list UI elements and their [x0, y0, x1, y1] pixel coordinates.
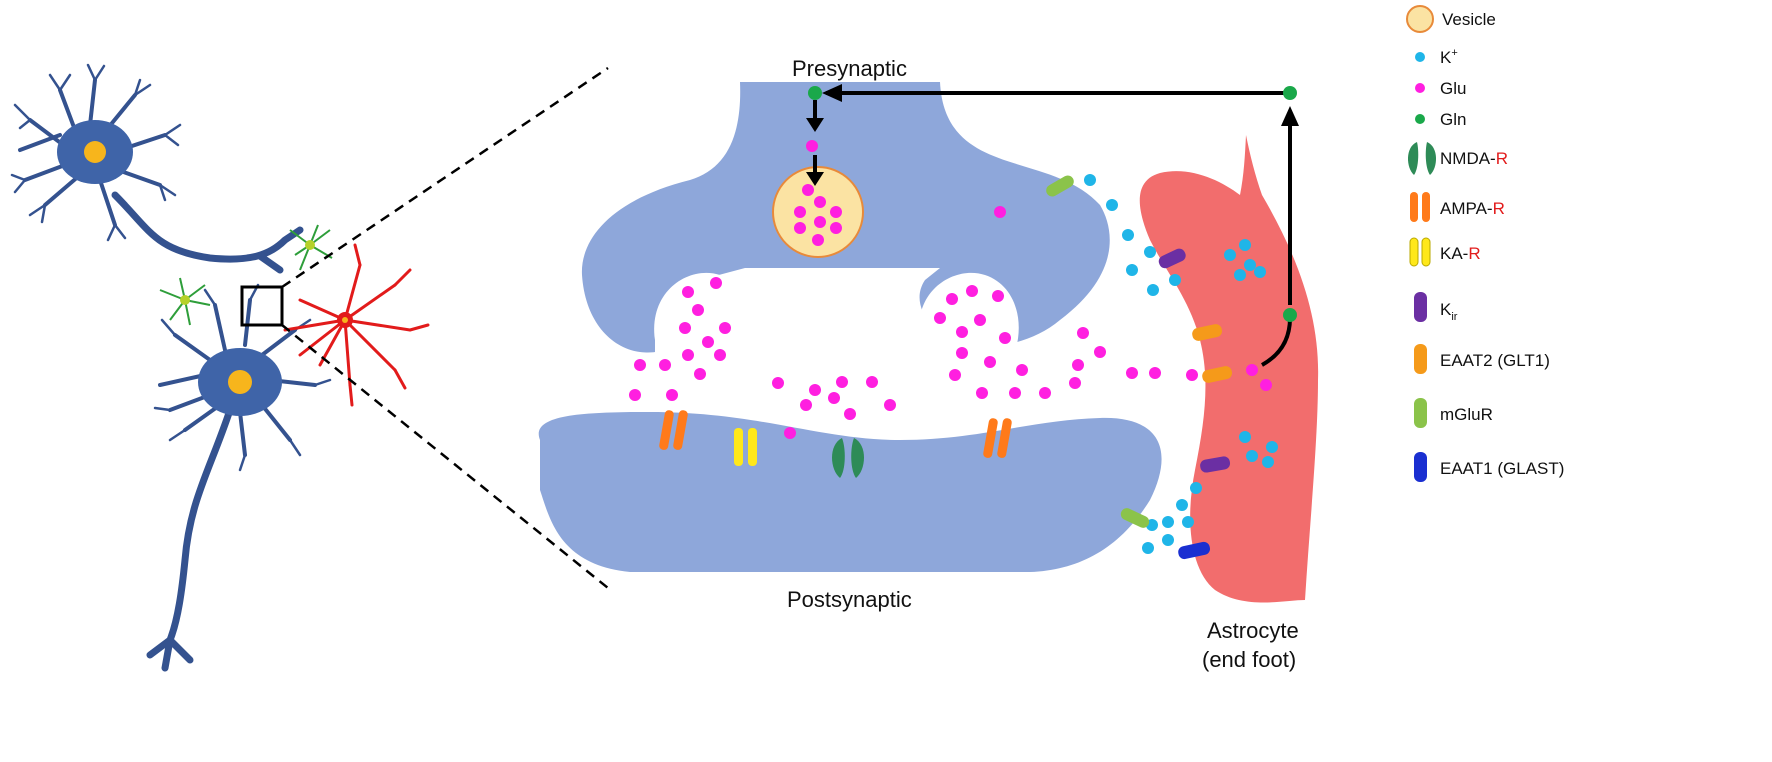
legend-k-label: K+ — [1440, 47, 1458, 67]
legend-nmda-label: NMDA-R — [1440, 149, 1508, 168]
presynaptic-label: Presynaptic — [792, 56, 907, 81]
legend-vesicle-label: Vesicle — [1442, 10, 1496, 29]
neuron-overview — [10, 63, 609, 672]
legend-k-text: K — [1440, 48, 1452, 67]
legend-kir-text: K — [1440, 300, 1452, 319]
legend-nmda-r: R — [1496, 149, 1508, 168]
eaat1-channel — [1178, 541, 1210, 560]
legend-eaat1-icon — [1414, 452, 1427, 482]
legend-nmda-icon — [1407, 142, 1437, 175]
postsynaptic-label: Postsynaptic — [787, 587, 912, 612]
legend-vesicle-icon — [1406, 5, 1434, 33]
vesicle — [772, 166, 864, 258]
legend-ampa-r: R — [1493, 199, 1505, 218]
microglia-right — [289, 224, 333, 271]
legend-glu-icon — [1415, 83, 1425, 93]
gln-astrocyte — [1283, 308, 1297, 322]
legend-kir-label: Kir — [1440, 300, 1458, 323]
legend-mglur-label: mGluR — [1440, 405, 1493, 424]
microglia-left — [159, 277, 211, 326]
legend-ampa-label: AMPA-R — [1440, 199, 1505, 218]
legend-glu-label: Glu — [1440, 79, 1466, 98]
fusion-pocket-left — [654, 272, 754, 358]
synaptic-cleft — [600, 356, 1120, 406]
legend-k-icon — [1415, 52, 1425, 62]
legend-ka-icon — [1409, 237, 1431, 267]
lower-neuron-nucleus — [228, 370, 252, 394]
legend-ampa-icon — [1410, 192, 1430, 222]
legend: Vesicle K+ Glu Gln NMDA-R AMPA-R KA-R Ki… — [1406, 5, 1564, 482]
legend-k-sup: + — [1451, 47, 1457, 59]
astrocyte-overview — [283, 243, 430, 407]
legend-eaat2-label: EAAT2 (GLT1) — [1440, 351, 1550, 370]
upper-neuron-nucleus — [84, 141, 106, 163]
mglur-postsynaptic — [1120, 508, 1150, 528]
legend-mglur-icon — [1414, 398, 1427, 428]
mglur-presynaptic — [1046, 175, 1074, 197]
legend-ka-label: KA-R — [1440, 244, 1481, 263]
gln-top-right — [1283, 86, 1297, 100]
legend-gln-icon — [1415, 114, 1425, 124]
legend-kir-icon — [1414, 292, 1427, 322]
microglia-right-body — [305, 240, 315, 250]
astrocyte-label: Astrocyte — [1207, 618, 1299, 643]
nmda-receptor — [832, 438, 864, 478]
zoom-line-bottom — [281, 324, 609, 589]
postsynaptic-terminal — [538, 412, 1162, 572]
glutamate-molecules — [629, 140, 1272, 439]
legend-kir-sub: ir — [1451, 311, 1457, 323]
legend-gln-label: Gln — [1440, 110, 1466, 129]
astrocyte-sublabel: (end foot) — [1202, 647, 1296, 672]
glutamine-cycle — [806, 84, 1299, 367]
potassium-ions — [1084, 174, 1278, 554]
gln-presynaptic — [808, 86, 822, 100]
ampa-receptor-left — [659, 410, 688, 450]
legend-nmda-text: NMDA- — [1440, 149, 1496, 168]
astrocyte-overview-nucleus — [342, 317, 348, 323]
microglia-left-body — [180, 295, 190, 305]
upper-neuron — [10, 63, 304, 274]
legend-ampa-text: AMPA- — [1440, 199, 1493, 218]
legend-eaat2-icon — [1414, 344, 1427, 374]
zoom-line-top — [281, 66, 609, 289]
kir-channel-top — [1158, 248, 1186, 269]
eaat2-channel-mid — [1202, 366, 1233, 383]
kir-channel-bottom — [1200, 456, 1231, 473]
ampa-receptor-right — [983, 418, 1012, 458]
legend-eaat1-label: EAAT1 (GLAST) — [1440, 459, 1564, 478]
legend-ka-text: KA- — [1440, 244, 1468, 263]
ka-receptor — [734, 428, 757, 466]
eaat2-channel-top — [1192, 324, 1223, 341]
lower-neuron — [146, 283, 332, 672]
zoom-box — [240, 285, 284, 327]
legend-ka-r: R — [1468, 244, 1480, 263]
